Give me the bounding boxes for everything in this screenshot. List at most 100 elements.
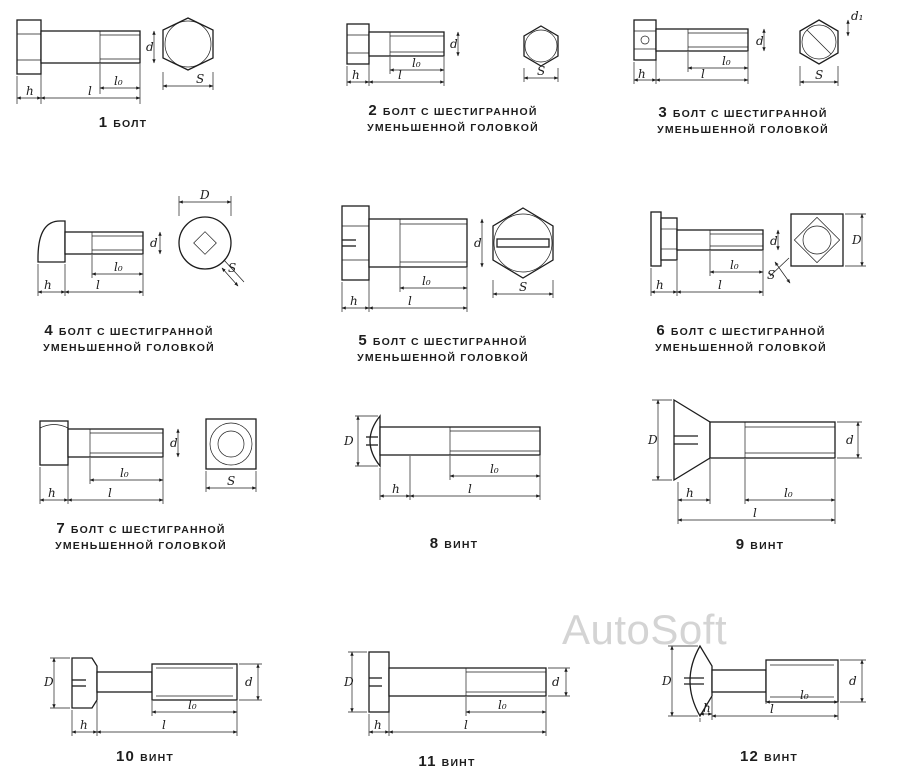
label-s: S (519, 280, 527, 294)
label-l0: l₀ (120, 466, 129, 480)
drawing-bolt-6: h l l₀ d D S (650, 211, 866, 296)
label-l: l (88, 84, 92, 98)
caption-number: 3 (658, 104, 668, 121)
label-h: h (656, 278, 664, 292)
label-l: l (753, 506, 757, 520)
caption-text-line1: БОЛТ С ШЕСТИГРАННОЙ (58, 326, 214, 338)
label-l: l (408, 294, 412, 308)
drawing-bolt-5: h l l₀ d S (341, 205, 554, 312)
caption-text-line1: БОЛТ С ШЕСТИГРАННОЙ (70, 524, 226, 536)
caption-text-line2: УМЕНЬШЕННОЙ ГОЛОВКОЙ (655, 342, 827, 354)
label-l: l (108, 486, 112, 500)
label-l0: l₀ (114, 260, 123, 274)
caption-number: 7 (56, 520, 66, 537)
drawing-bolt-4: h l l₀ d D S (37, 188, 245, 296)
label-s: S (537, 64, 545, 78)
label-l0: l₀ (114, 74, 123, 88)
caption-text-line1: БОЛТ С ШЕСТИГРАННОЙ (672, 108, 828, 120)
caption-6: 6 БОЛТ С ШЕСТИГРАННОЙ УМЕНЬШЕННОЙ ГОЛОВКО… (630, 322, 852, 354)
drawing-bolt-3: h l l₀ d d₁ S (633, 9, 864, 86)
label-D: D (851, 233, 862, 247)
label-s: S (767, 268, 775, 282)
caption-text-line1: БОЛТ С ШЕСТИГРАННОЙ (382, 106, 538, 118)
label-s: S (815, 68, 823, 82)
caption-10: 10 ВИНТ (90, 748, 200, 766)
label-D: D (343, 675, 354, 689)
label-h: h (48, 486, 56, 500)
caption-text-line1: БОЛТ С ШЕСТИГРАННОЙ (670, 326, 826, 338)
label-h: h (703, 701, 711, 715)
watermark: AutoSoft (562, 606, 728, 653)
caption-number: 4 (44, 322, 54, 339)
caption-2: 2 БОЛТ С ШЕСТИГРАННОЙ УМЕНЬШЕННОЙ ГОЛОВКО… (342, 102, 564, 134)
label-l0: l₀ (422, 274, 431, 288)
caption-text-line2: УМЕНЬШЕННОЙ ГОЛОВКОЙ (367, 122, 539, 134)
drawing-screw-9: h l l₀ D d (647, 398, 862, 524)
label-h: h (374, 718, 382, 732)
label-l0: l₀ (800, 688, 809, 702)
label-h: h (352, 68, 360, 82)
label-l0: l₀ (722, 54, 731, 68)
label-l: l (468, 482, 472, 496)
caption-number: 1 (98, 114, 109, 131)
caption-text-line2: УМЕНЬШЕННОЙ ГОЛОВКОЙ (55, 540, 227, 552)
label-l0: l₀ (784, 486, 793, 500)
caption-number: 6 (656, 322, 666, 339)
label-l0: l₀ (490, 462, 499, 476)
caption-text: ВИНТ (750, 540, 785, 552)
label-l: l (770, 702, 774, 716)
label-h: h (686, 486, 694, 500)
label-l0: l₀ (412, 56, 421, 70)
caption-text: ВИНТ (764, 752, 799, 764)
caption-4: 4 БОЛТ С ШЕСТИГРАННОЙ УМЕНЬШЕННОЙ ГОЛОВКО… (18, 322, 240, 354)
label-h: h (80, 718, 88, 732)
label-l0: l₀ (188, 698, 197, 712)
label-D: D (343, 434, 354, 448)
caption-text: ВИНТ (441, 757, 476, 769)
drawing-screw-10: h l l₀ D d (43, 657, 262, 736)
caption-number: 5 (358, 332, 368, 349)
caption-text: ВИНТ (140, 752, 175, 764)
caption-text-line1: БОЛТ С ШЕСТИГРАННОЙ (372, 336, 528, 348)
caption-text-line2: УМЕНЬШЕННОЙ ГОЛОВКОЙ (657, 124, 829, 136)
label-d: d (170, 436, 178, 450)
caption-number: 8 (429, 535, 440, 552)
caption-number: 10 (115, 748, 136, 765)
caption-number: 12 (739, 748, 760, 765)
label-d: d (846, 433, 854, 447)
label-d: d (770, 234, 778, 248)
label-d: d (849, 674, 857, 688)
label-s: S (228, 261, 236, 275)
caption-number: 2 (368, 102, 378, 119)
label-d: d (474, 236, 482, 250)
label-l: l (718, 278, 722, 292)
drawing-bolt-7: h l l₀ d S (39, 418, 257, 504)
caption-7: 7 БОЛТ С ШЕСТИГРАННОЙ УМЕНЬШЕННОЙ ГОЛОВКО… (30, 520, 252, 552)
label-D: D (199, 188, 210, 202)
label-h: h (26, 84, 34, 98)
label-h: h (350, 294, 358, 308)
caption-5: 5 БОЛТ С ШЕСТИГРАННОЙ УМЕНЬШЕННОЙ ГОЛОВКО… (332, 332, 554, 364)
label-l: l (701, 67, 705, 81)
drawing-screw-12: h l l₀ D d (661, 644, 866, 722)
drawing-bolt-2: h l l₀ d S (346, 23, 559, 86)
caption-text-line2: УМЕНЬШЕННОЙ ГОЛОВКОЙ (43, 342, 215, 354)
label-s: S (196, 72, 204, 86)
label-d1: d₁ (851, 9, 864, 23)
label-d: d (150, 236, 158, 250)
label-l0: l₀ (730, 258, 739, 272)
label-l: l (96, 278, 100, 292)
label-s: S (227, 474, 235, 488)
label-l0: l₀ (498, 698, 507, 712)
label-l: l (398, 68, 402, 82)
label-l: l (464, 718, 468, 732)
caption-text-line2: УМЕНЬШЕННОЙ ГОЛОВКОЙ (357, 352, 529, 364)
caption-number: 11 (418, 753, 437, 770)
label-d: d (552, 675, 560, 689)
drawing-screw-11: h l l₀ D d (343, 651, 570, 736)
label-d: d (245, 675, 253, 689)
